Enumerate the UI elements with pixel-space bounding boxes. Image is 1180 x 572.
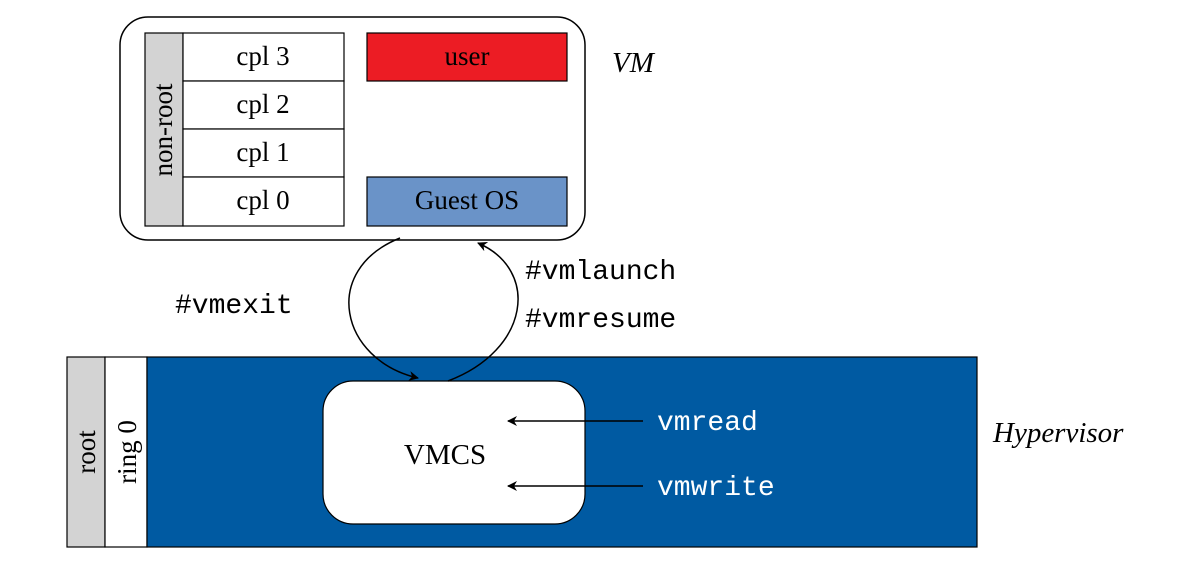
vmlaunch-arrow: [447, 242, 519, 382]
ring0-label: ring 0: [112, 420, 142, 484]
vmread-label: vmread: [657, 408, 758, 439]
vmexit-arrow: [348, 237, 419, 381]
cpl-row-1: cpl 1: [236, 137, 289, 167]
ring0-strip: [104, 356, 148, 548]
non-root-label: non-root: [148, 83, 178, 176]
root-strip: [66, 356, 106, 548]
vmresume-label: #vmresume: [525, 305, 676, 336]
user-box: [366, 32, 568, 82]
user-box-label: user: [445, 41, 490, 71]
vmexit-label: #vmexit: [175, 291, 293, 322]
vmwrite-label: vmwrite: [657, 473, 775, 504]
cpl-row-3: cpl 3: [236, 41, 289, 71]
cpl-row-0: cpl 0: [236, 185, 289, 215]
guest-os-box-label: Guest OS: [415, 185, 519, 215]
vmcs-box: [322, 380, 586, 525]
root-label: root: [71, 430, 101, 474]
vm-label: VM: [612, 47, 656, 79]
non-root-strip: [144, 32, 184, 227]
hypervisor-label: Hypervisor: [992, 417, 1124, 449]
vmcs-label: VMCS: [404, 439, 486, 471]
cpl-row-2: cpl 2: [236, 89, 289, 119]
guest-os-box: [366, 176, 568, 227]
cpl-table: cpl 3 cpl 2 cpl 1 cpl 0: [182, 32, 345, 227]
vmlaunch-label: #vmlaunch: [525, 257, 676, 288]
